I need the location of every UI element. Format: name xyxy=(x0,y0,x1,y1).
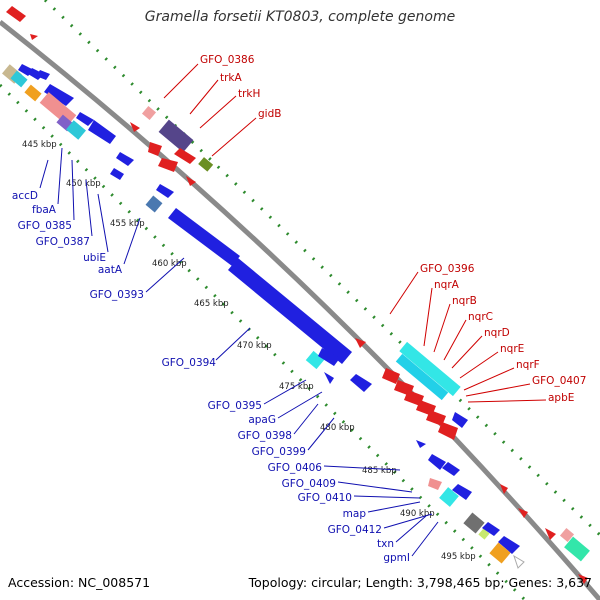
gene-label-map: map xyxy=(343,508,367,520)
kbp-tick: 445 kbp xyxy=(22,140,57,150)
kbp-tick: 495 kbp xyxy=(441,552,476,562)
gene-label-GFO_0387: GFO_0387 xyxy=(36,236,90,248)
kbp-tick: 480 kbp xyxy=(320,423,355,433)
gene-label-nqrF: nqrF xyxy=(516,359,540,371)
gene-label-GFO_0396: GFO_0396 xyxy=(420,263,475,275)
gene-label-aatA: aatA xyxy=(98,264,123,276)
gene-label-GFO_0407: GFO_0407 xyxy=(532,375,586,387)
gene-label-nqrA: nqrA xyxy=(434,279,460,291)
kbp-scale: 445 kbp 450 kbp 455 kbp 460 kbp 465 kbp … xyxy=(22,140,476,562)
kbp-tick: 470 kbp xyxy=(237,341,272,351)
gene-label-GFO_0393: GFO_0393 xyxy=(90,289,144,301)
gene-label-nqrB: nqrB xyxy=(452,295,477,307)
gene-label-GFO_0399: GFO_0399 xyxy=(252,446,306,458)
gene-label-apaG: apaG xyxy=(248,414,276,426)
gene-label-fbaA: fbaA xyxy=(32,204,57,216)
gene-label-accD: accD xyxy=(12,190,38,202)
minus-strand-features xyxy=(2,64,525,569)
gene-label-txn: txn xyxy=(377,538,394,550)
gene-label-nqrE: nqrE xyxy=(500,343,524,355)
plus-gene-labels: GFO_0386 trkA trkH gidB GFO_0396 nqrA nq… xyxy=(200,54,586,404)
plus-leader-lines xyxy=(163,63,547,403)
genome-title: Gramella forsetii KT0803, complete genom… xyxy=(144,9,456,25)
minus-leader-lines xyxy=(39,147,439,557)
genome-summary-text: Topology: circular; Length: 3,798,465 bp… xyxy=(248,575,592,590)
gene-label-GFO_0410: GFO_0410 xyxy=(298,492,352,504)
gene-label-GFO_0386: GFO_0386 xyxy=(200,54,255,66)
kbp-tick: 485 kbp xyxy=(362,466,397,476)
accession-text: Accession: NC_008571 xyxy=(8,575,151,590)
gene-label-GFO_0409: GFO_0409 xyxy=(282,478,336,490)
gene-label-nqrC: nqrC xyxy=(468,311,493,323)
kbp-tick: 455 kbp xyxy=(110,219,145,229)
gene-label-GFO_0398: GFO_0398 xyxy=(238,430,292,442)
kbp-tick: 450 kbp xyxy=(66,179,101,189)
inner-gc-track xyxy=(0,83,527,600)
gene-label-GFO_0385: GFO_0385 xyxy=(18,220,72,232)
gene-label-trkA: trkA xyxy=(220,72,243,84)
kbp-tick: 460 kbp xyxy=(152,259,187,269)
gene-label-trkH: trkH xyxy=(238,88,260,100)
gene-label-GFO_0406: GFO_0406 xyxy=(268,462,323,474)
genome-backbone xyxy=(0,20,600,600)
gene-label-apbE: apbE xyxy=(548,392,574,404)
gene-label-GFO_0394: GFO_0394 xyxy=(162,357,217,369)
gene-label-nqrD: nqrD xyxy=(484,327,510,339)
gene-label-gidB: gidB xyxy=(258,108,281,120)
gene-label-gpmI: gpmI xyxy=(383,552,410,564)
gene-label-GFO_0395: GFO_0395 xyxy=(208,400,262,412)
kbp-tick: 465 kbp xyxy=(194,299,229,309)
outer-gc-track xyxy=(43,0,600,537)
gene-label-ubiE: ubiE xyxy=(83,252,106,264)
kbp-tick: 475 kbp xyxy=(279,382,314,392)
gene-label-GFO_0412: GFO_0412 xyxy=(328,524,382,536)
plus-strand-features xyxy=(6,6,590,584)
kbp-tick: 490 kbp xyxy=(400,509,435,519)
minus-gene-labels: accD fbaA GFO_0385 GFO_0387 ubiE aatA GF… xyxy=(12,190,410,564)
